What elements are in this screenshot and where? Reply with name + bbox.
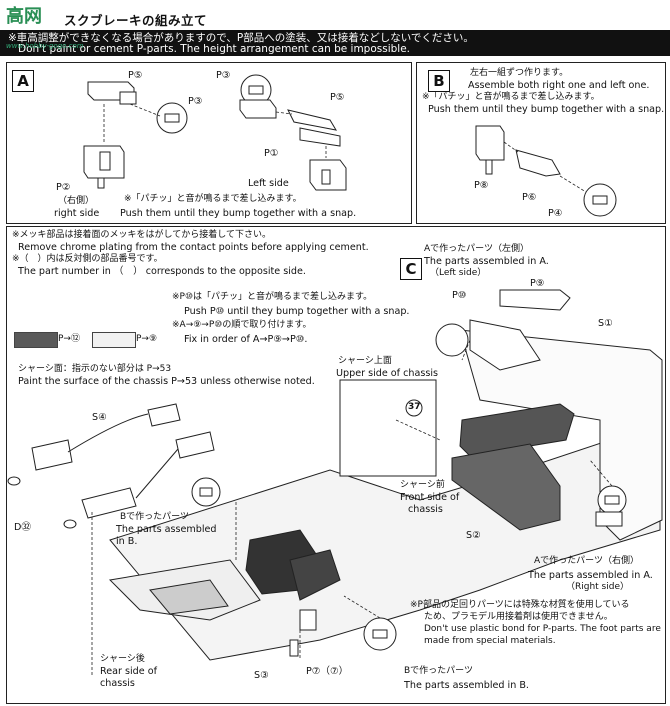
panel-b-both-en: Assemble both right one and left one. xyxy=(468,80,650,91)
upper-side-jp: シャーシ上面 xyxy=(338,356,392,366)
part-label-p3-mid: P③ xyxy=(216,70,231,81)
part-label-p2: P② xyxy=(56,182,71,193)
part-label-s4: S④ xyxy=(92,412,107,423)
b-made2-jp: Bで作ったパーツ xyxy=(404,666,473,676)
a-right-en: The parts assembled in A. xyxy=(528,570,653,581)
part-label-37: 37 xyxy=(408,402,421,412)
panel-a xyxy=(6,62,412,224)
p10-snap-jp: ※P⑩は「パチッ」と音が鳴るまで差し込みます。 xyxy=(172,292,373,302)
panel-b-snap-en: Push them until they bump together with … xyxy=(428,104,665,115)
part-label-p5-mid: P⑤ xyxy=(330,92,345,103)
part-label-s3: S③ xyxy=(254,670,269,681)
note-opposite-en: The part number in （ ） corresponds to th… xyxy=(18,266,306,277)
a-right-jp: Aで作ったパーツ（右側） xyxy=(534,556,639,566)
b-made-en2: in B. xyxy=(116,536,138,547)
part-label-p3-top: P③ xyxy=(188,96,203,107)
part-label-p6: P⑥ xyxy=(522,192,537,203)
chassis-paint-en: Paint the surface of the chassis P→53 un… xyxy=(18,376,315,387)
pfoot-jp2: ため、プラモデル用接着剤は使用できません。 xyxy=(424,612,613,622)
swatch-dark-label: P→⑫ xyxy=(58,334,80,344)
part-label-p4: P④ xyxy=(548,208,563,219)
b-made2-en: The parts assembled in B. xyxy=(404,680,529,691)
part-label-p9: P⑨ xyxy=(530,278,545,289)
right-side-en: right side xyxy=(54,208,100,219)
b-made-jp: Bで作ったパーツ xyxy=(120,512,189,522)
section-title: スクブレーキの組み立て xyxy=(64,13,208,28)
panel-a-snap-jp: ※「パチッ」と音が鳴るまで差し込みます。 xyxy=(124,194,302,204)
part-label-p7: P⑦（⑦） xyxy=(306,666,349,677)
notice-bar xyxy=(0,30,670,56)
part-label-s2: S② xyxy=(466,530,481,541)
note-chrome-jp: ※メッキ部品は接着面のメッキをはがしてから接着して下さい。 xyxy=(12,230,272,240)
a-left-jp: Aで作ったパーツ（左側） xyxy=(424,244,529,254)
front-side-jp: シャーシ前 xyxy=(400,480,445,490)
panel-b xyxy=(416,62,666,224)
order-jp: ※A→⑨→P⑩の順で取り付けます。 xyxy=(172,320,312,330)
part-label-p10: P⑩ xyxy=(452,290,467,301)
p10-snap-en: Push P⑩ until they bump together with a … xyxy=(184,306,410,317)
watermark: www.hobby-gogo.com xyxy=(6,42,84,50)
swatch-light xyxy=(92,332,136,348)
upper-side-en: Upper side of chassis xyxy=(336,368,438,379)
panel-c-letter: C xyxy=(400,258,422,280)
a-left-en: The parts assembled in A. xyxy=(424,256,549,267)
note-chrome-en: Remove chrome plating from the contact p… xyxy=(18,242,369,253)
part-label-s1: S① xyxy=(598,318,613,329)
logo-text: 高网 xyxy=(6,5,42,27)
rear-side-en1: Rear side of xyxy=(100,666,157,677)
part-label-p1: P① xyxy=(264,148,279,159)
part-label-p5-top: P⑤ xyxy=(128,70,143,81)
swatch-dark xyxy=(14,332,58,348)
pfoot-en2: made from special materials. xyxy=(424,636,556,646)
panel-b-both-jp: 左右一組ずつ作ります。 xyxy=(470,68,569,78)
a-right-side: （Right side） xyxy=(566,582,630,592)
front-side-en2: chassis xyxy=(408,504,443,515)
pfoot-jp1: ※P部品の足回りパーツには特殊な材質を使用している xyxy=(410,600,630,610)
left-side-label: Left side xyxy=(248,178,289,189)
swatch-light-label: P→⑨ xyxy=(136,334,158,344)
panel-a-letter: A xyxy=(12,70,34,92)
panel-a-snap-en: Push them until they bump together with … xyxy=(120,208,357,219)
chassis-paint-jp: シャーシ面：指示のない部分は P→53 xyxy=(18,364,172,374)
part-label-p8: P⑧ xyxy=(474,180,489,191)
site-logo: 高网 xyxy=(4,2,64,28)
pfoot-en1: Don't use plastic bond for P-parts. The … xyxy=(424,624,661,634)
right-side-jp: （右側） xyxy=(58,196,95,206)
part-label-d32: D㉜ xyxy=(14,522,31,533)
panel-b-letter: B xyxy=(428,70,450,92)
b-made-en1: The parts assembled xyxy=(116,524,217,535)
a-left-side: （Left side） xyxy=(430,268,487,278)
order-en: Fix in order of A→P⑨→P⑩. xyxy=(184,334,308,345)
notice-en: Don't paint or cement P-parts. The heigh… xyxy=(18,43,411,55)
front-side-en1: Front side of xyxy=(400,492,460,503)
panel-b-snap-jp: ※「パチッ」と音が鳴るまで差し込みます。 xyxy=(422,92,600,102)
rear-side-en2: chassis xyxy=(100,678,135,689)
rear-side-jp: シャーシ後 xyxy=(100,654,145,664)
notice-jp: ※車高調整ができなくなる場合がありますので、P部品への塗装、又は接着などしないで… xyxy=(8,32,474,44)
note-opposite-jp: ※（ ）内は反対側の部品番号です。 xyxy=(12,254,163,264)
